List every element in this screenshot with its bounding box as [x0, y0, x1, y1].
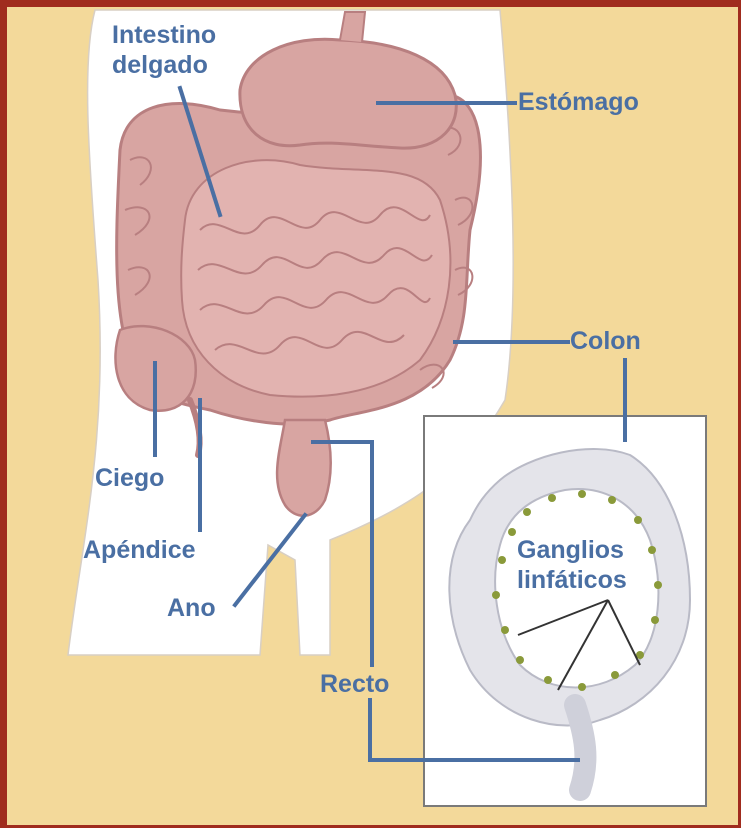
label-ano: Ano [167, 594, 216, 623]
label-ganglios-line1: Ganglios [517, 535, 627, 565]
rectum-illustration [277, 420, 331, 516]
label-intestino-line1: Intestino [112, 20, 216, 50]
small-intestine-illustration [181, 160, 450, 397]
label-colon: Colon [570, 327, 641, 356]
label-intestino-line2: delgado [112, 50, 216, 80]
label-estomago: Estómago [518, 88, 639, 117]
label-ciego: Ciego [95, 464, 164, 493]
label-ganglios-linfaticos: Ganglios linfáticos [517, 535, 627, 595]
label-apendice: Apéndice [83, 536, 196, 565]
label-ganglios-line2: linfáticos [517, 565, 627, 595]
label-intestino-delgado: Intestino delgado [112, 20, 216, 80]
label-recto: Recto [320, 670, 389, 699]
